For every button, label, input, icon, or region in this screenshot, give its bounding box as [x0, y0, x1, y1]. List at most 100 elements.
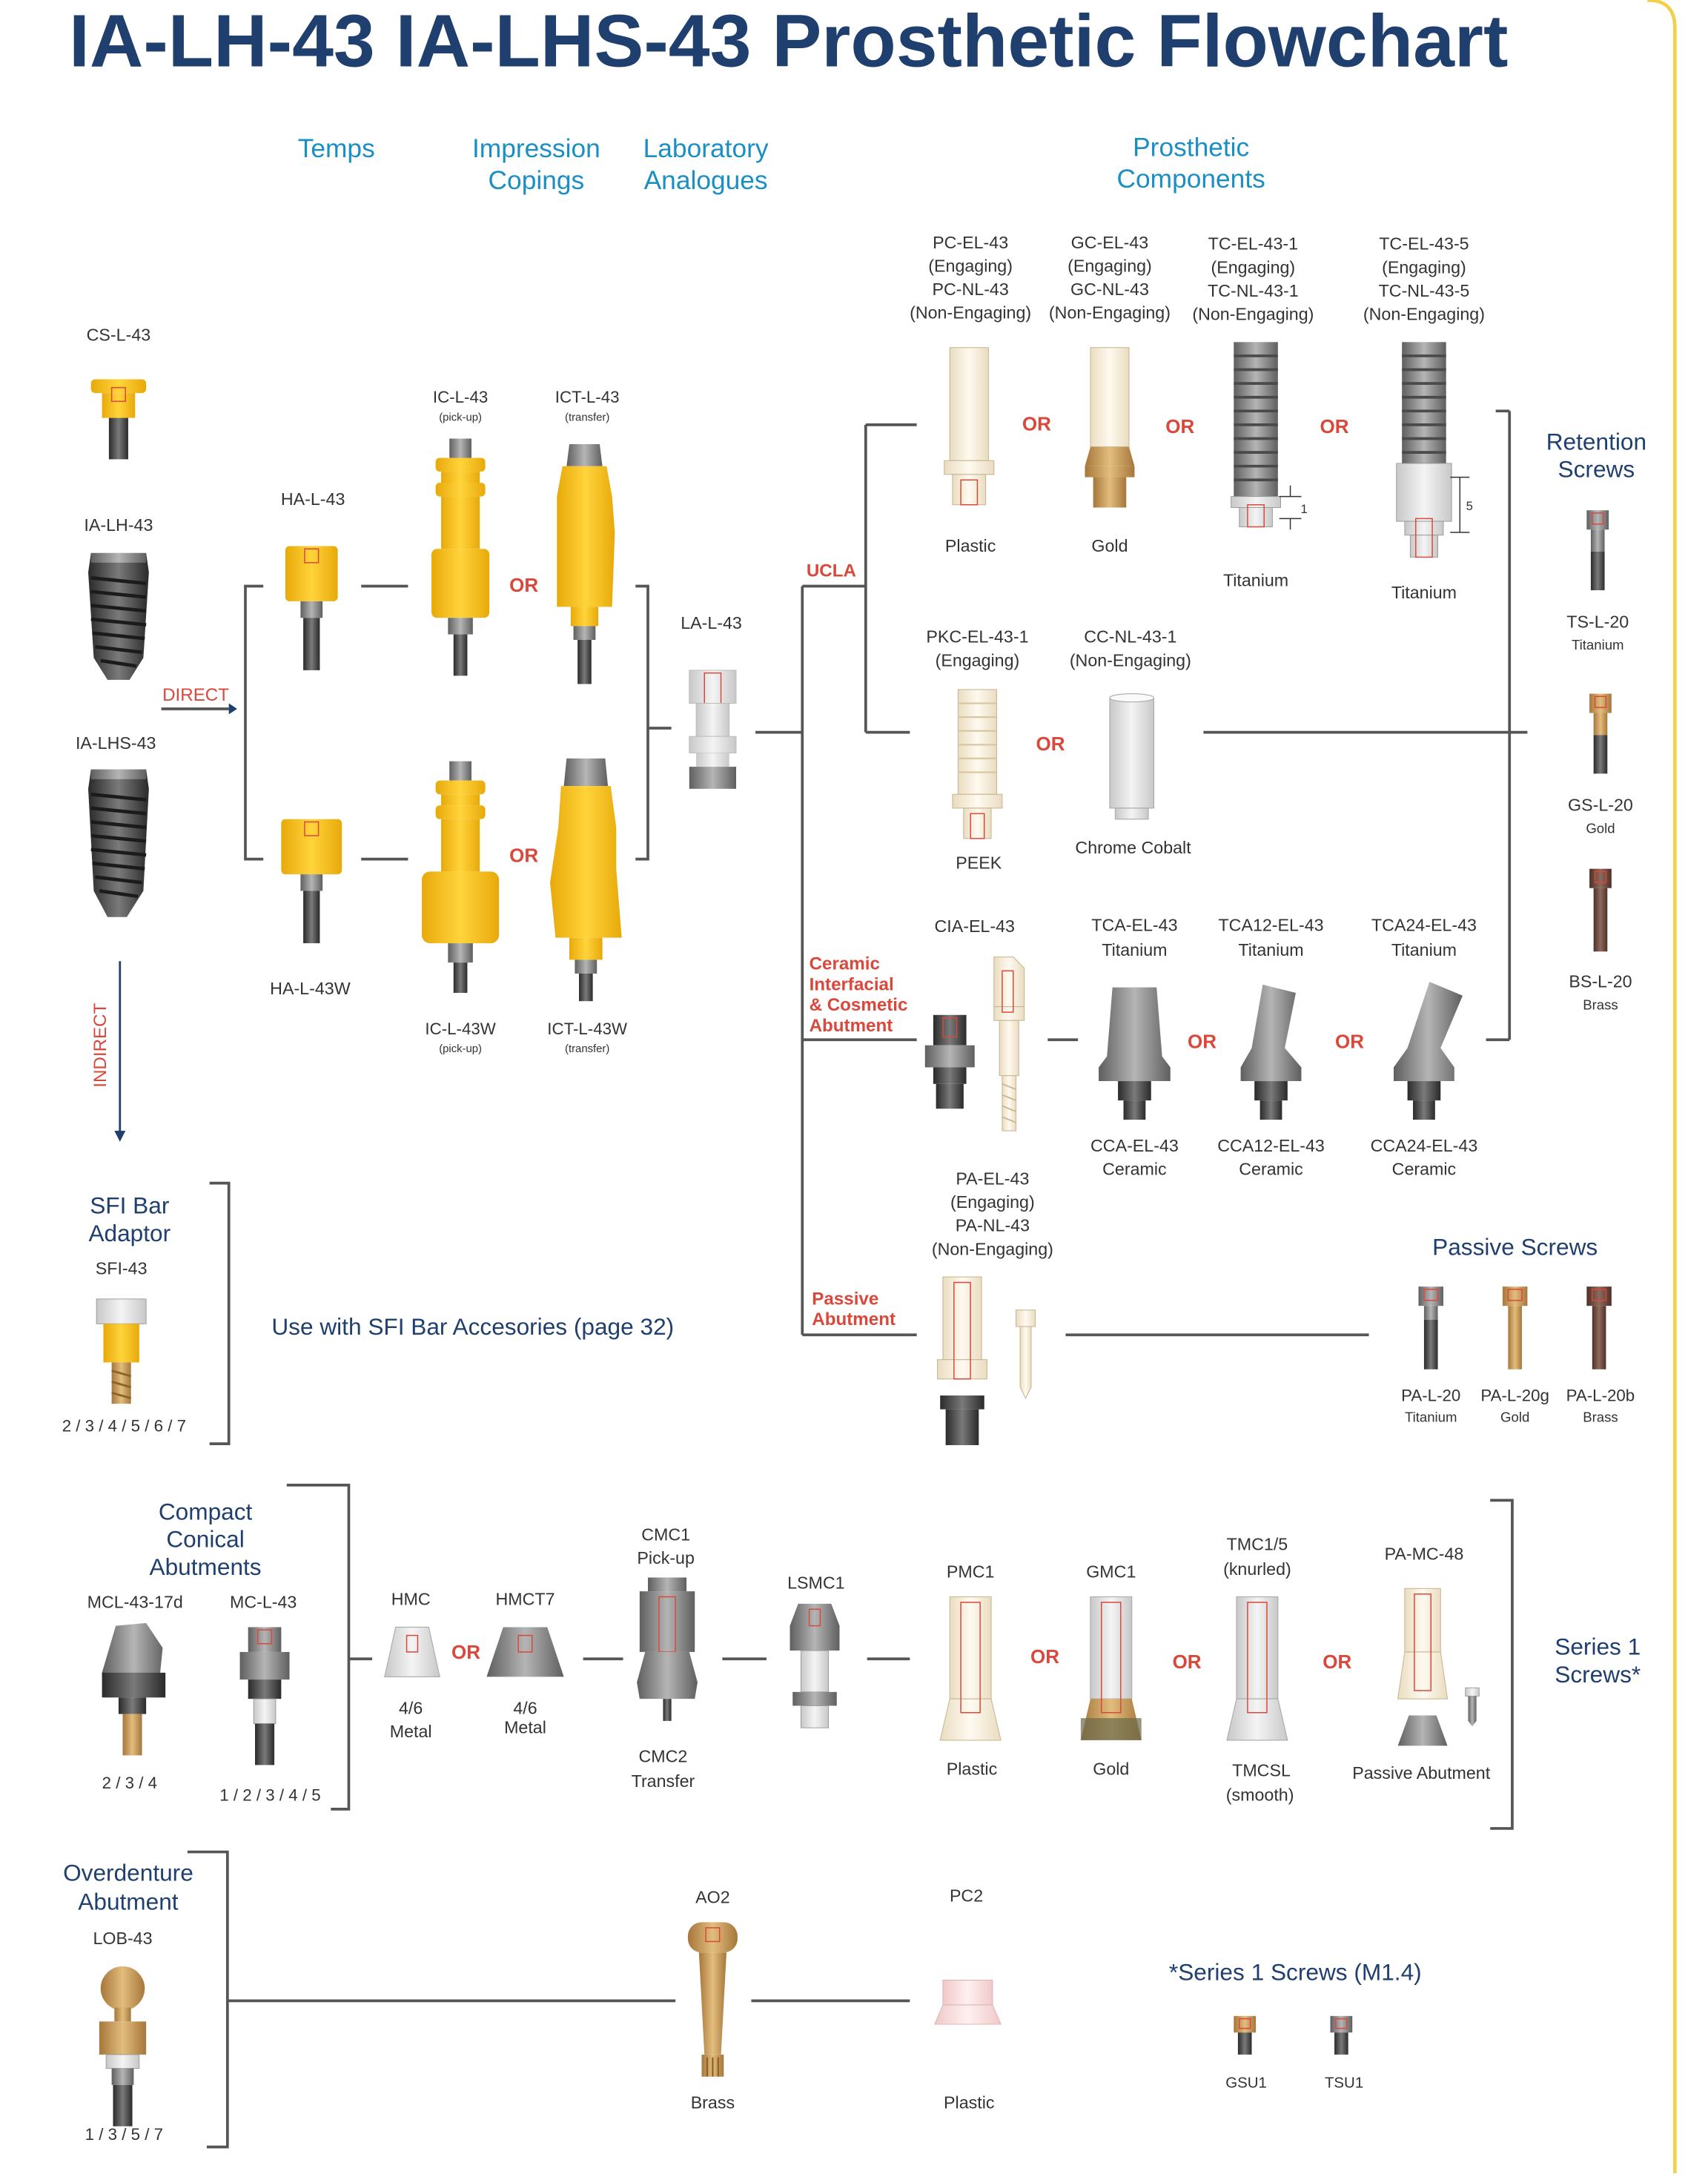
temp-bottom-label: HA-L-43W: [270, 979, 351, 998]
tmc-image: [1226, 1596, 1288, 1741]
implant-lh-image: [88, 552, 149, 680]
pmc-mat: Plastic: [947, 1759, 997, 1778]
cca12-code: CCA12-EL-43: [1217, 1136, 1325, 1155]
analogue-image: [689, 670, 737, 789]
ic-top-sub: (pick-up): [439, 412, 482, 423]
ceramic-label-3: & Cosmetic: [810, 995, 908, 1015]
ceramic-label-4: Abutment: [810, 1016, 893, 1036]
ict-top-sub: (transfer): [565, 412, 609, 423]
passive-label-1: Passive: [812, 1289, 878, 1309]
lhs-label: IA-LHS-43: [76, 733, 156, 753]
ucla-item-titanium5-codes: TC-EL-43-5 (Engaging) TC-NL-43-5 (Non-En…: [1363, 234, 1485, 324]
heading-laboratory-2: Analogues: [644, 166, 768, 195]
pa-l-20-mat: Titanium: [1405, 1409, 1457, 1424]
ao2-code: AO2: [695, 1887, 730, 1906]
or-tmc: OR: [1323, 1651, 1351, 1673]
ucla-gold-material: Gold: [1091, 536, 1128, 555]
compact-heading-3: Abutments: [150, 1553, 262, 1580]
ic-bottom-label: IC-L-43W: [425, 1020, 495, 1038]
ucla-plastic-material: Plastic: [945, 536, 996, 555]
cc-code-2: (Non-Engaging): [1070, 650, 1191, 670]
sfi-heading-1: SFI Bar: [90, 1192, 169, 1219]
ic-bottom-sub: (pick-up): [439, 1043, 482, 1055]
pa-l-20g-image: [1502, 1286, 1528, 1370]
cmc-image: [637, 1577, 698, 1721]
tsu1-image: [1330, 2015, 1353, 2055]
gmc-mat: Gold: [1093, 1759, 1129, 1778]
retention-heading-2: Screws: [1558, 456, 1635, 483]
lsmc-image: [790, 1603, 840, 1728]
cca24-mat: Ceramic: [1392, 1160, 1456, 1179]
mcl-image: [102, 1622, 166, 1756]
sfi-sizes: 2 / 3 / 4 / 5 / 6 / 7: [62, 1416, 186, 1435]
page-title: IA-LH-43 IA-LHS-43 Prosthetic Flowchart: [69, 0, 1508, 82]
gs-code: GS-L-20: [1568, 796, 1633, 815]
pamc-image: [1397, 1588, 1449, 1746]
or-ucla-2: OR: [1165, 415, 1194, 437]
tca24-image: [1394, 982, 1463, 1120]
tca-mat: Titanium: [1102, 940, 1167, 959]
ts-mat: Titanium: [1572, 637, 1624, 653]
analogue-label: LA-L-43: [681, 613, 742, 632]
indirect-label: INDIRECT: [90, 1002, 110, 1087]
page-frame: [1647, 0, 1677, 2173]
ucla-item-titanium1-codes: TC-EL-43-1 (Engaging) TC-NL-43-1 (Non-En…: [1192, 234, 1314, 324]
tca12-image: [1240, 984, 1302, 1120]
pa-l-20b-mat: Brass: [1583, 1409, 1618, 1424]
hmc-image: [384, 1626, 440, 1677]
gs-mat: Gold: [1586, 820, 1615, 836]
heading-temps: Temps: [298, 134, 375, 163]
passive-label-2: Abutment: [812, 1309, 896, 1329]
sfi-heading-2: Adaptor: [88, 1220, 171, 1246]
dim-label-1: 1: [1300, 502, 1307, 516]
svg-text:(Non-Engaging): (Non-Engaging): [910, 303, 1031, 323]
mcl-code: MCL-43-17d: [87, 1592, 183, 1611]
tmc-code: TMC1/5: [1227, 1534, 1288, 1553]
tca24-mat: Titanium: [1391, 940, 1457, 959]
pamc-mat: Passive Abutment: [1352, 1763, 1491, 1783]
temp-top-label: HA-L-43: [281, 489, 345, 509]
series1-heading-2: Screws*: [1555, 1661, 1641, 1688]
overdenture-heading-1: Overdenture: [63, 1860, 193, 1886]
cia-label: CIA-EL-43: [934, 916, 1014, 936]
ic-top-image: [431, 438, 490, 676]
cmc2-sub: Transfer: [632, 1771, 695, 1791]
svg-text:PC-NL-43: PC-NL-43: [932, 280, 1008, 299]
ucla-plastic-image: [944, 347, 995, 506]
peek-code-2: (Engaging): [936, 650, 1020, 670]
svg-text:(Engaging): (Engaging): [928, 256, 1013, 275]
pa-l-20-code: PA-L-20: [1401, 1386, 1460, 1404]
svg-text:(Non-Engaging): (Non-Engaging): [932, 1239, 1053, 1258]
svg-text:(Engaging): (Engaging): [1068, 256, 1152, 275]
pamc-screw-image: [1465, 1687, 1480, 1727]
cca-code: CCA-EL-43: [1090, 1136, 1179, 1155]
ucla-label: UCLA: [807, 561, 856, 581]
passive-abutment-screw-image: [1015, 1309, 1036, 1400]
ict-top-label: ICT-L-43: [555, 388, 620, 406]
cc-image: [1109, 693, 1155, 820]
or-ceramic-2: OR: [1335, 1030, 1364, 1052]
ict-bottom-image: [549, 758, 622, 1002]
or-gmc: OR: [1173, 1651, 1202, 1673]
pamc-code: PA-MC-48: [1385, 1544, 1464, 1563]
gsu1-image: [1234, 2015, 1257, 2055]
svg-text:TC-EL-43-1: TC-EL-43-1: [1208, 234, 1298, 254]
pmc-code: PMC1: [947, 1562, 995, 1582]
ucla-item-plastic-codes: PC-EL-43 (Engaging) PC-NL-43 (Non-Engagi…: [910, 233, 1031, 323]
or-hmc: OR: [451, 1641, 480, 1663]
pa-l-20-image: [1418, 1286, 1443, 1370]
sfi-note: Use with SFI Bar Accesories (page 32): [271, 1313, 674, 1340]
retention-heading-1: Retention: [1546, 428, 1646, 455]
peek-material: PEEK: [956, 853, 1002, 873]
lh-label: IA-LH-43: [84, 515, 153, 535]
heading-prosthetic-2: Components: [1117, 165, 1265, 194]
pmc-image: [939, 1596, 1002, 1741]
cmc1-sub: Pick-up: [637, 1548, 694, 1567]
svg-text:TC-EL-43-5: TC-EL-43-5: [1379, 234, 1469, 254]
peek-image: [952, 689, 1003, 839]
hmct-sub-1: 4/6: [513, 1699, 537, 1718]
pa-l-20g-mat: Gold: [1500, 1409, 1529, 1424]
heading-impression-1: Impression: [472, 134, 600, 163]
tmcsl-code: TMCSL: [1232, 1760, 1291, 1780]
